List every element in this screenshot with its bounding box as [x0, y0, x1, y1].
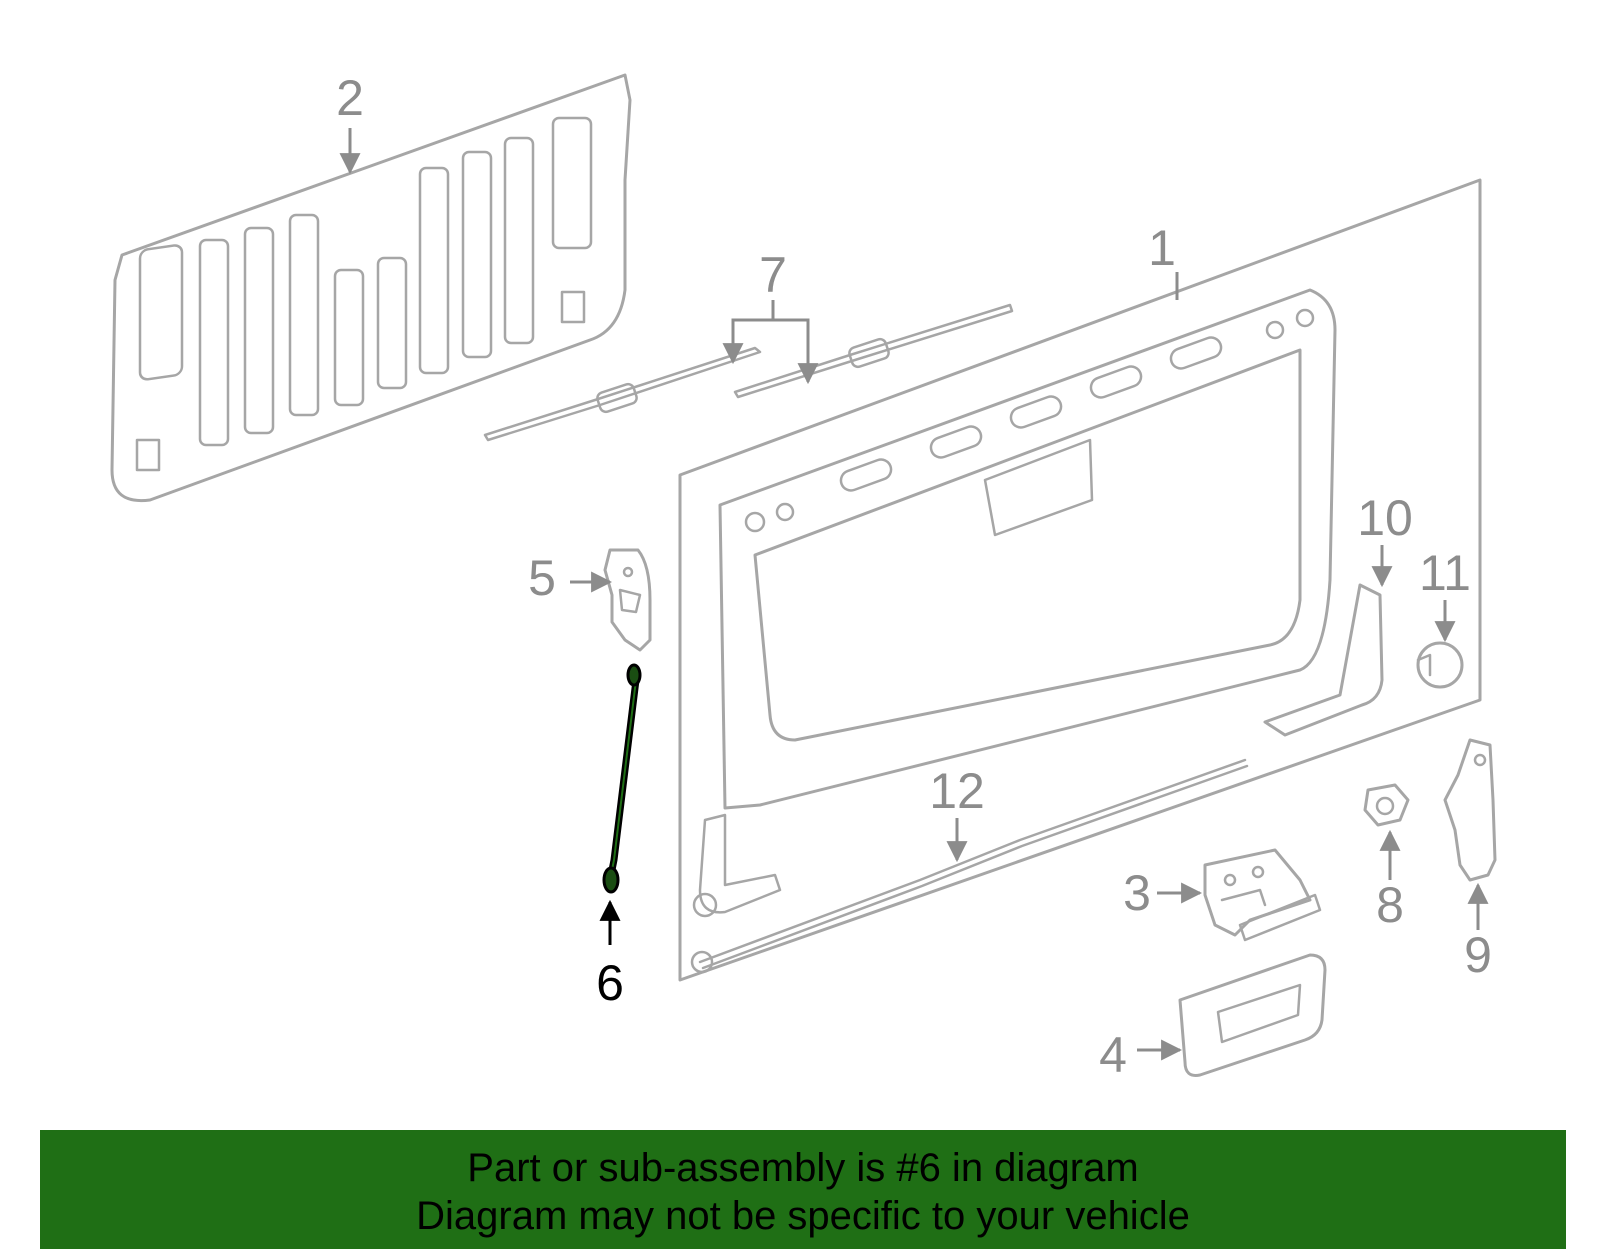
part-3-latch [1203, 848, 1322, 942]
part-12-cable [690, 758, 1249, 974]
part-2-inner-panel [110, 73, 632, 503]
part-7-rods [483, 303, 1014, 442]
callout-3: 3 [1123, 865, 1151, 921]
banner-line-2: Diagram may not be specific to your vehi… [416, 1194, 1190, 1238]
callout-8: 8 [1376, 877, 1404, 933]
callout-9: 9 [1464, 927, 1492, 983]
part-8-bolt [1363, 783, 1410, 827]
part-6-strap [602, 663, 642, 894]
part-4-handle [1178, 953, 1327, 1077]
part-5-hinge [603, 548, 652, 652]
leader-arrows [339, 128, 1489, 1061]
part-1-tailgate [678, 178, 1482, 982]
part-11-bumper [1416, 641, 1464, 689]
callout-10: 10 [1357, 490, 1413, 546]
callout-5: 5 [528, 550, 556, 606]
banner-line-1: Part or sub-assembly is #6 in diagram [467, 1146, 1139, 1190]
callout-7: 7 [759, 247, 787, 303]
callout-11: 11 [1419, 545, 1471, 601]
callout-2: 2 [336, 70, 364, 126]
part-10-bracket [1263, 583, 1384, 737]
callout-6: 6 [596, 955, 624, 1011]
callout-4: 4 [1099, 1027, 1127, 1083]
parts-diagram: 1 2 3 4 5 6 7 8 9 10 11 12 [110, 70, 1497, 1083]
callout-1: 1 [1148, 220, 1176, 276]
info-banner: Part or sub-assembly is #6 in diagram Di… [40, 1130, 1566, 1249]
callout-12: 12 [929, 763, 985, 819]
part-9-hinge-bracket [1443, 738, 1497, 882]
